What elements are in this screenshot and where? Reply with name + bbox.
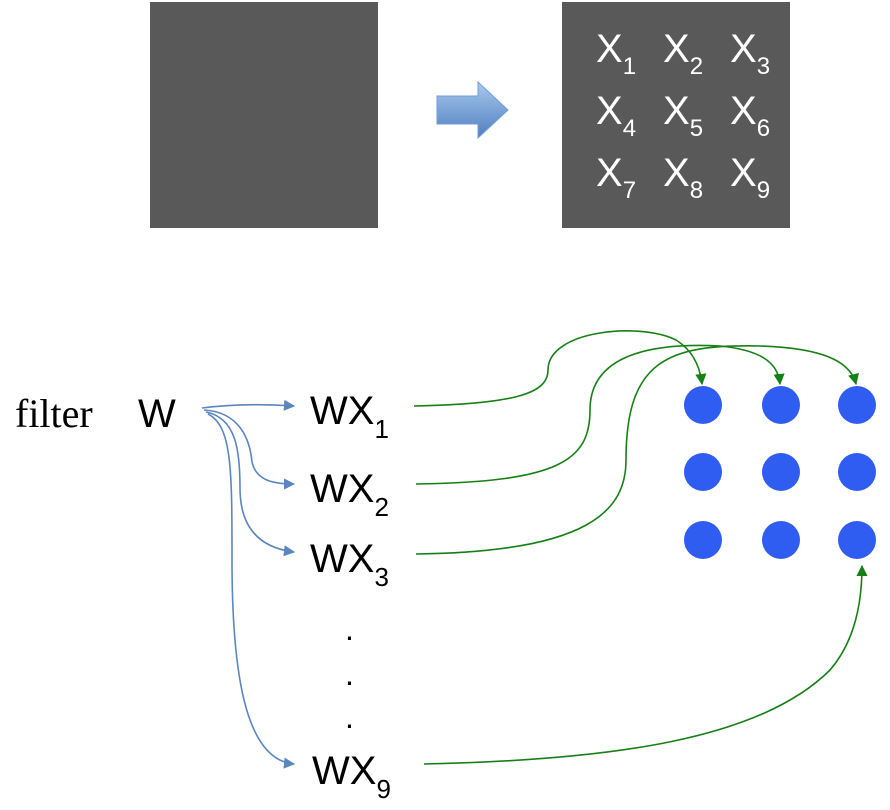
- filter-label: filter: [15, 391, 93, 436]
- ellipsis-dot-3: .: [345, 699, 354, 735]
- connector-wx9-to-node9: [423, 564, 868, 765]
- output-node-8: [762, 521, 800, 559]
- product-wx3: WX3: [310, 537, 389, 592]
- connector-wx2-to-node2: [415, 344, 785, 485]
- patch-cell-x8: X8: [663, 151, 703, 204]
- patch-cell-x3: X3: [730, 27, 770, 80]
- filter-connectors: [201, 399, 296, 769]
- input-image-block: [150, 2, 378, 228]
- transform-arrow-icon: [436, 80, 509, 140]
- patch-cell-x9: X9: [730, 151, 770, 204]
- output-node-7: [684, 521, 722, 559]
- connector-wx3-to-node3: [415, 345, 859, 555]
- patch-cell-x6: X6: [730, 89, 770, 142]
- output-node-9: [838, 521, 876, 559]
- output-node-2: [762, 386, 800, 424]
- connector-w-to-wx9: [207, 413, 296, 769]
- product-wx9: WX9: [312, 749, 391, 804]
- connector-w-to-wx3: [205, 411, 296, 557]
- output-node-1: [684, 386, 722, 424]
- product-wx1: WX1: [310, 389, 389, 444]
- patch-cell-x7: X7: [596, 151, 636, 204]
- ellipsis-dot-1: .: [345, 611, 354, 647]
- output-connectors: [413, 330, 868, 765]
- ellipsis-dot-2: .: [345, 656, 354, 692]
- filter-symbol: W: [138, 392, 176, 436]
- connector-w-to-wx2: [203, 409, 296, 490]
- output-node-5: [762, 453, 800, 491]
- connector-wx1-to-node1: [413, 330, 707, 407]
- connector-w-to-wx1: [201, 399, 296, 411]
- output-node-3: [838, 386, 876, 424]
- patch-cell-x1: X1: [596, 27, 636, 80]
- output-node-6: [838, 453, 876, 491]
- output-node-4: [684, 453, 722, 491]
- product-wx2: WX2: [310, 467, 389, 522]
- output-node-grid: [684, 386, 876, 559]
- patch-cell-x4: X4: [596, 89, 636, 142]
- patch-cell-x2: X2: [663, 27, 703, 80]
- patch-grid-block: [562, 2, 790, 228]
- patch-cell-x5: X5: [663, 89, 703, 142]
